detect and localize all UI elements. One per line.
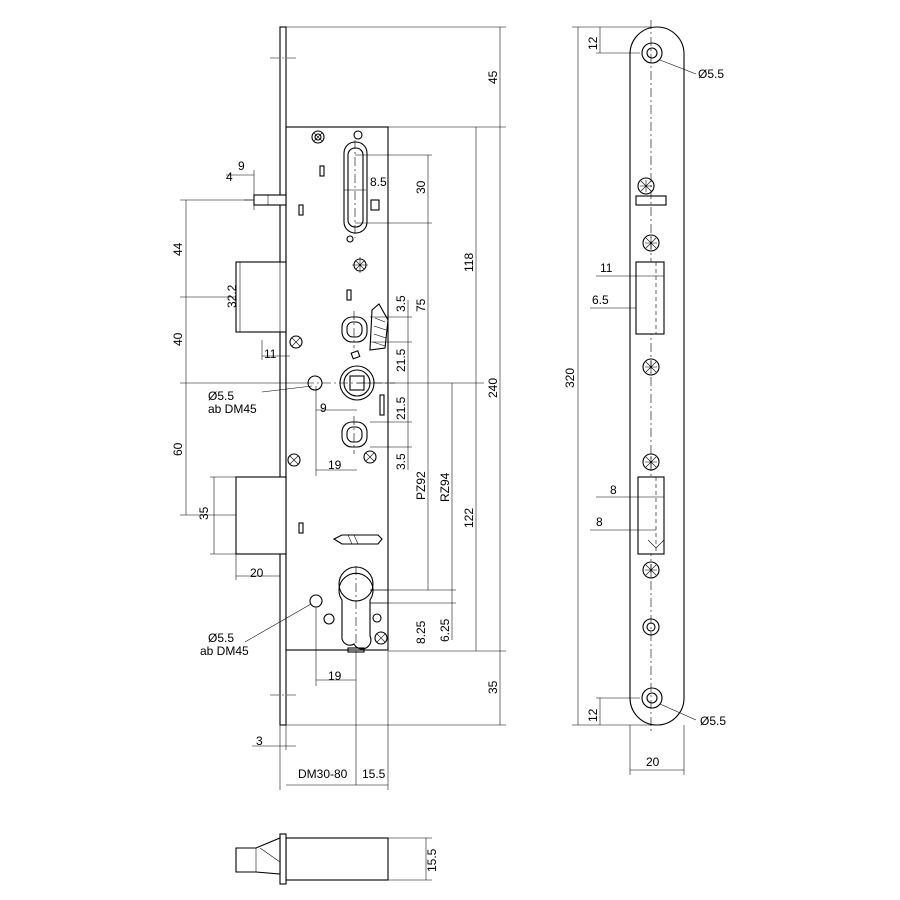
side-small-slot: [635, 195, 667, 206]
dim-8-25: 8.25: [414, 620, 428, 644]
bolt-rod: [332, 534, 383, 545]
upper-hole-leader: [261, 385, 313, 393]
dim-30: 30: [414, 180, 428, 194]
dim-8-opening-b: 8: [596, 515, 603, 529]
dim-20-plate: 20: [646, 755, 660, 769]
dim-20-bolt: 20: [250, 566, 264, 580]
dim-122: 122: [462, 508, 476, 528]
dim-rz94: RZ94: [438, 472, 452, 502]
dim-4-latch: 4: [226, 170, 233, 184]
dim-118: 118: [462, 253, 476, 272]
upper-slot: [343, 130, 380, 243]
dim-9-latch: 9: [238, 159, 245, 173]
dim-11-opening: 11: [600, 261, 613, 275]
dim-32-2: 32.2: [225, 284, 239, 308]
dim-9-spindle: 9: [320, 401, 327, 415]
dim-60: 60: [171, 442, 185, 456]
dimension-labels: 45 240 35 118 122 30 75 PZ92 8.25 RZ94 6…: [171, 36, 726, 872]
bolt-opening: [637, 476, 665, 555]
dim-40: 40: [171, 332, 185, 346]
dim-15-5-bottom: 15.5: [425, 848, 439, 872]
dim-35-bottom: 35: [486, 680, 500, 694]
plate-hole-dia-bottom: Ø5.5: [700, 714, 726, 728]
bottom-view: [235, 833, 432, 885]
front-view: [235, 26, 395, 726]
dead-bolt: [235, 476, 287, 555]
dim-3-faceplate: 3: [256, 734, 263, 748]
dim-45: 45: [486, 70, 500, 84]
dim-3-5-top: 3.5: [394, 295, 408, 312]
dim-75: 75: [414, 298, 428, 312]
dim-8-opening-a: 8: [610, 483, 617, 497]
bottom-faceplate: [279, 833, 287, 885]
hole-lower-dia: Ø5.5: [208, 631, 234, 645]
upper-spindle: [341, 303, 389, 351]
dim-backset: DM30-80: [298, 767, 348, 781]
lower-hole-leader: [244, 603, 312, 643]
dim-19-cylinder: 19: [328, 669, 342, 683]
dim-6-5-opening: 6.5: [592, 293, 609, 307]
dim-35-bolt: 35: [197, 506, 211, 520]
bottom-case: [285, 837, 389, 881]
plate-hole-dia-top: Ø5.5: [698, 67, 724, 81]
dim-15-5-case: 15.5: [362, 767, 386, 781]
side-view: [572, 20, 697, 775]
dim-21-5-top: 21.5: [394, 348, 408, 372]
case-cutouts: [298, 165, 385, 534]
dim-6-25: 6.25: [438, 618, 452, 642]
dim-11-latch: 11: [264, 347, 277, 361]
side-faceplate: [629, 26, 685, 726]
dim-320: 320: [563, 368, 577, 388]
dim-pz92: PZ92: [414, 471, 428, 500]
dim-44: 44: [171, 242, 185, 256]
hole-upper-note: ab DM45: [208, 402, 257, 416]
front-view-dimension-lines: [180, 26, 506, 790]
hole-upper-dia: Ø5.5: [208, 389, 234, 403]
dim-240: 240: [486, 378, 500, 398]
lower-spindle: [341, 416, 368, 454]
dim-12-bottom: 12: [586, 708, 600, 722]
hole-lower-note: ab DM45: [200, 644, 249, 658]
dim-3-5-bottom: 3.5: [394, 453, 408, 470]
latch-opening: [635, 261, 665, 335]
case-screws: [287, 130, 388, 645]
side-screws: [637, 177, 660, 636]
dim-21-5-bottom: 21.5: [394, 396, 408, 420]
dim-19-spindle: 19: [328, 458, 342, 472]
dim-12-top: 12: [586, 36, 600, 50]
latch-bolt: [235, 194, 287, 333]
dim-8-5: 8.5: [370, 175, 387, 189]
bottom-latch: [235, 837, 281, 875]
